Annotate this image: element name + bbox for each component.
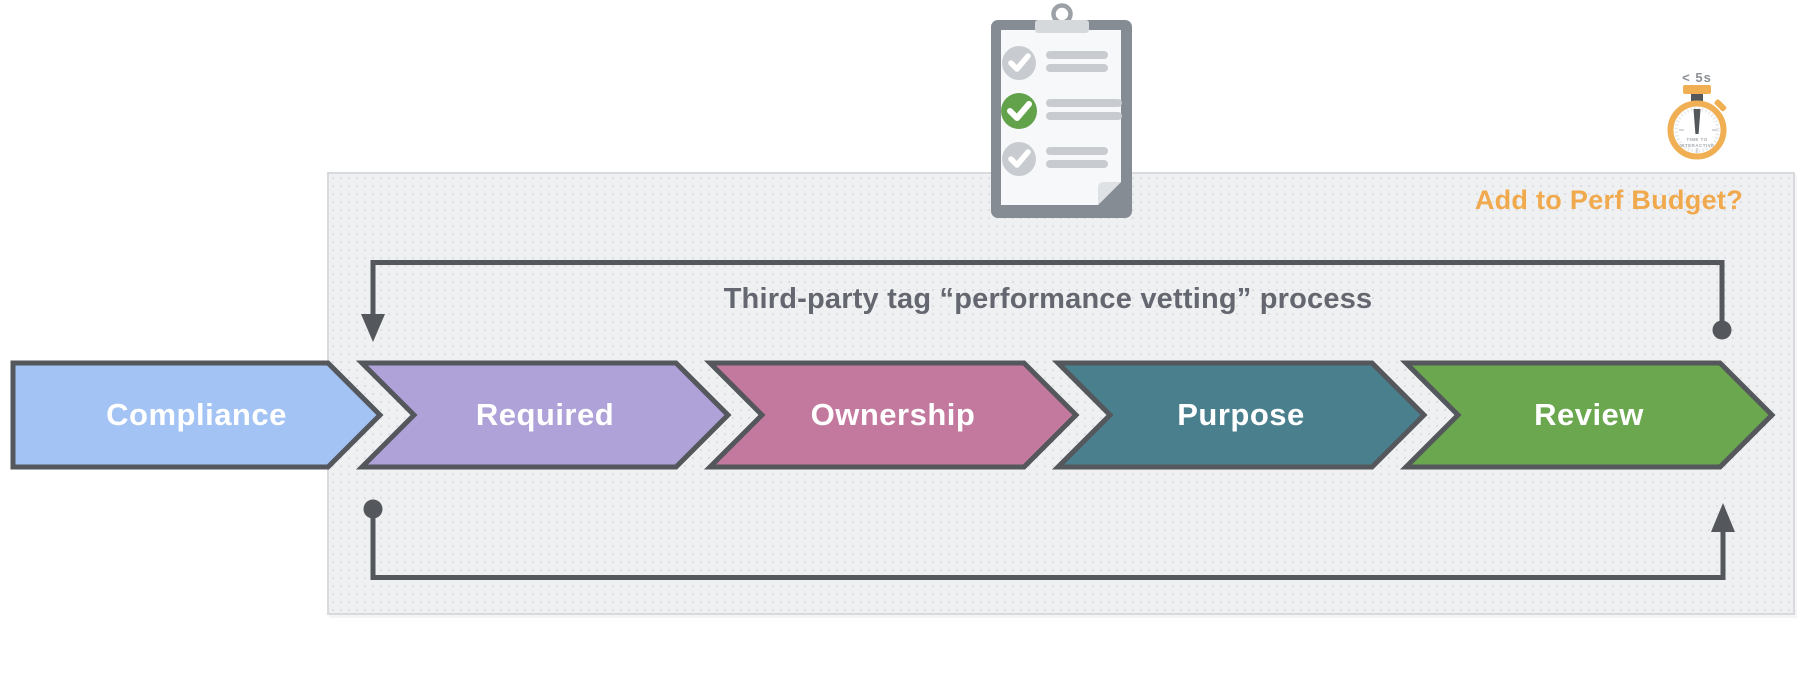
step-label-purpose: Purpose <box>1177 397 1305 432</box>
step-chevron-required <box>355 360 732 470</box>
step-chevron-purpose <box>1051 360 1428 470</box>
perf-budget-question: Add to Perf Budget? <box>1474 185 1743 215</box>
arrowhead-down-icon <box>361 314 385 342</box>
stopwatch-ticks <box>1679 129 1717 153</box>
stopwatch-button <box>1683 85 1711 94</box>
list-line <box>1046 51 1108 59</box>
stopwatch-caption: < 5s <box>1682 70 1712 85</box>
stopwatch-side-nub <box>1714 99 1727 112</box>
loop-arrow-bottom <box>363 499 1735 580</box>
arrowhead-up-icon <box>1711 503 1735 532</box>
checklist-clipboard-icon <box>991 3 1132 218</box>
checkmark-icon <box>1008 149 1031 168</box>
step-chevron-ownership <box>703 360 1080 470</box>
step-chevron-review <box>1399 360 1776 470</box>
step-label-review: Review <box>1534 397 1644 432</box>
loop-arrow-top-line <box>370 260 1725 322</box>
list-line <box>1046 160 1108 168</box>
stopwatch-dial-texture <box>1674 107 1720 153</box>
check-circle-green-icon <box>1001 93 1037 129</box>
clipboard-paper-curl <box>1098 182 1121 205</box>
connector-dot-top-right <box>1712 320 1732 340</box>
connector-dot-bottom-left <box>363 499 383 519</box>
checkmark-icon <box>1008 53 1031 72</box>
clipboard-clip <box>1035 20 1089 33</box>
list-line <box>1046 64 1108 72</box>
loop-arrow-bottom-line <box>370 515 1726 580</box>
step-label-ownership: Ownership <box>810 397 976 432</box>
stopwatch-needle <box>1693 109 1701 134</box>
checkmark-icon <box>1007 101 1032 121</box>
stopwatch-icon: TIME TO INTERACTIVE <box>1667 85 1727 160</box>
clipboard-ring <box>1051 3 1073 25</box>
step-label-required: Required <box>475 397 615 432</box>
list-line <box>1046 99 1122 107</box>
stopwatch-dial-label-line1: TIME TO <box>1686 137 1707 142</box>
list-line <box>1046 112 1122 120</box>
loop-arrow-top <box>361 260 1732 342</box>
list-line <box>1046 147 1108 155</box>
step-label-compliance: Compliance <box>106 397 287 432</box>
step-chevron-compliance <box>10 360 384 470</box>
process-title: Third-party tag “performance vetting” pr… <box>723 283 1373 315</box>
stopwatch-dial-label-line2: INTERACTIVE <box>1679 143 1714 148</box>
